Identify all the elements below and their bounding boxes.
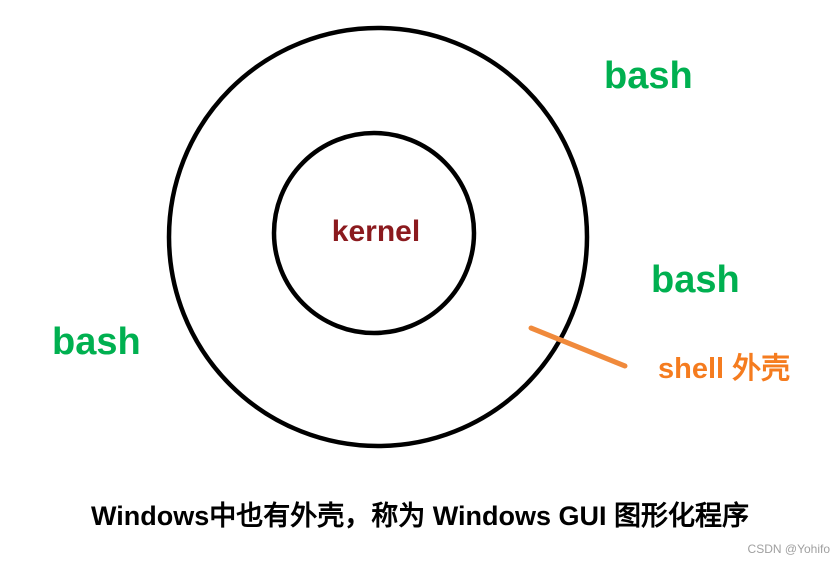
bash-label-top-right: bash [604, 55, 693, 97]
shell-pointer-line [528, 325, 628, 369]
inner-circle [271, 130, 477, 336]
watermark-text: CSDN @Yohifo [747, 542, 830, 556]
bash-label-left: bash [52, 321, 141, 363]
kernel-label: kernel [331, 215, 421, 248]
shell-annotation-label: shell 外壳 [658, 353, 791, 385]
outer-circle [166, 25, 590, 449]
caption-text: Windows中也有外壳，称为 Windows GUI 图形化程序 [91, 501, 749, 531]
bash-label-right: bash [651, 259, 740, 301]
